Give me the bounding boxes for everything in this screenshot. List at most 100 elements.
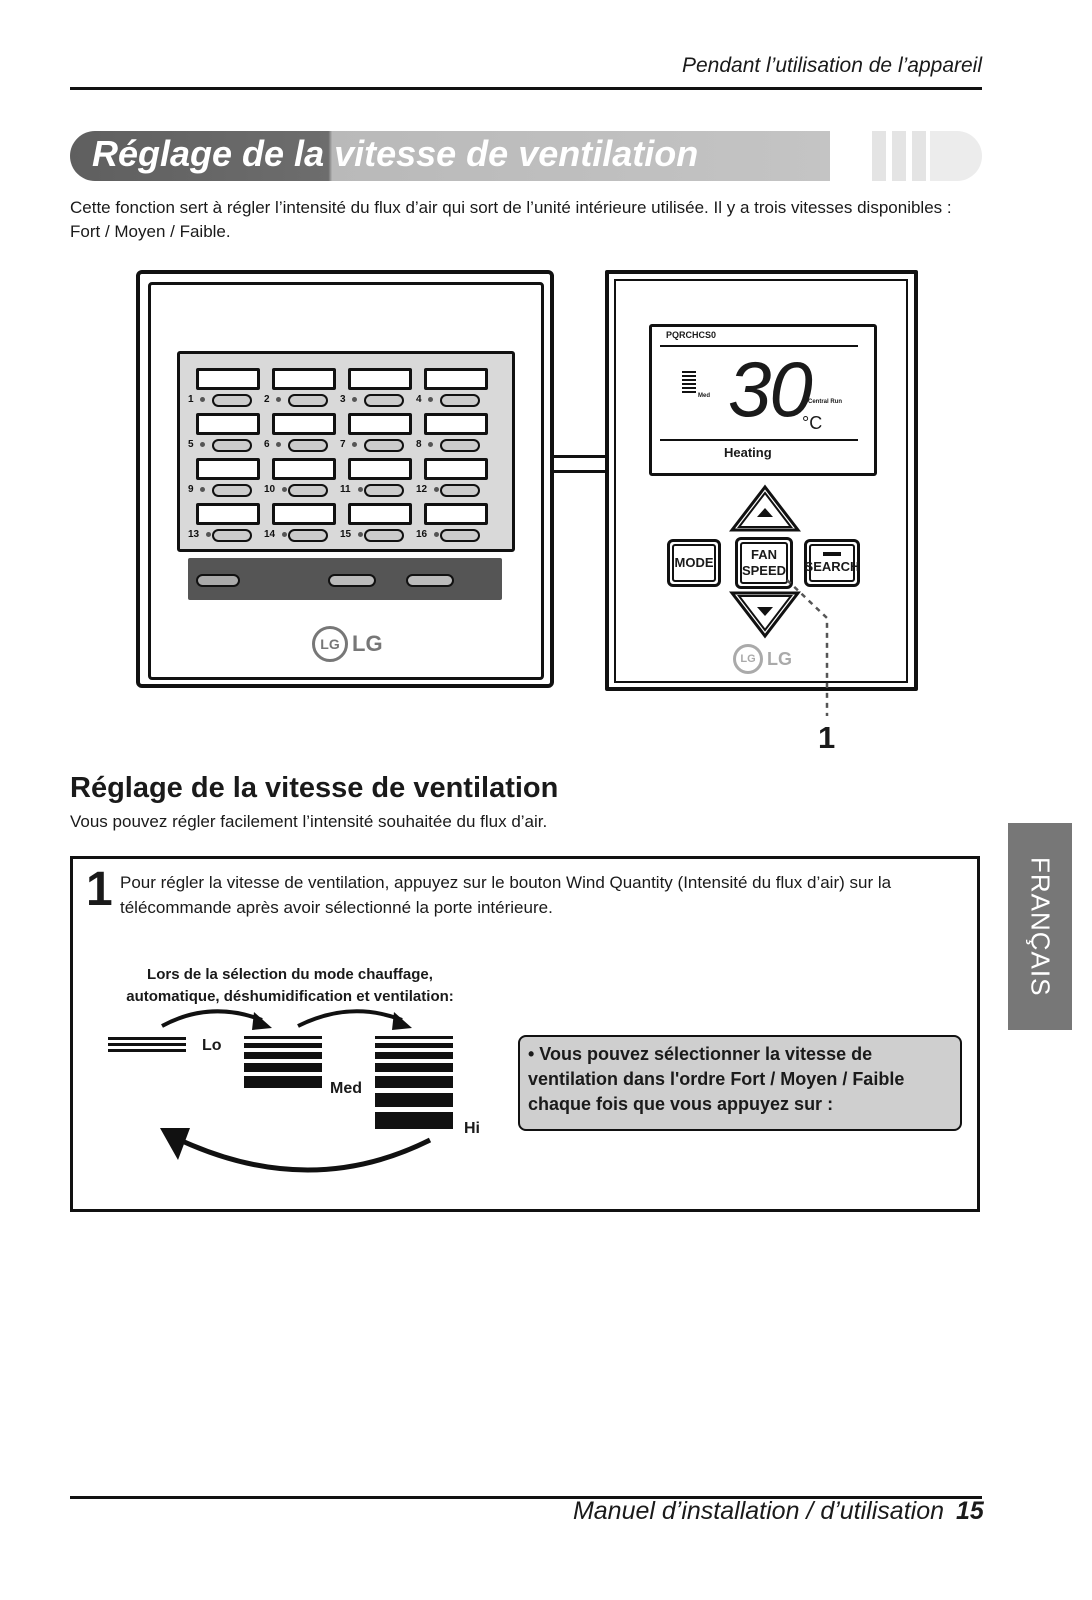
temperature-readout: 30 bbox=[728, 345, 813, 433]
zone-button[interactable] bbox=[288, 529, 328, 542]
search-button[interactable]: SEARCH bbox=[804, 539, 860, 587]
zone-number: 10 bbox=[264, 484, 276, 495]
zone-led-icon bbox=[434, 487, 439, 492]
zone-button[interactable] bbox=[440, 484, 480, 497]
zone-button[interactable] bbox=[364, 529, 404, 542]
title-decoration bbox=[892, 131, 906, 181]
central-run-label: Central Run bbox=[808, 399, 843, 405]
zone-number: 16 bbox=[416, 529, 428, 540]
zone-key[interactable] bbox=[272, 368, 336, 390]
zone-number: 8 bbox=[416, 439, 422, 450]
lg-logo-icon: LG bbox=[733, 644, 763, 674]
zone-key[interactable] bbox=[196, 413, 260, 435]
temp-down-icon[interactable] bbox=[729, 589, 801, 639]
step-number: 1 bbox=[86, 863, 113, 916]
section-title: Réglage de la vitesse de ventilation bbox=[70, 772, 559, 804]
lg-logo: LG LG bbox=[312, 626, 383, 662]
mode-button[interactable]: MODE bbox=[667, 539, 721, 587]
step-instruction: Pour régler la vitesse de ventilation, a… bbox=[120, 873, 892, 917]
speed-label-med: Med bbox=[330, 1080, 362, 1097]
mode-caption: Lors de la sélection du mode chauffage, … bbox=[126, 966, 454, 1005]
title-decoration bbox=[872, 131, 886, 181]
lcd-display: PQRCHCS0 Med 30 Central Run °C Heating bbox=[649, 324, 877, 476]
zone-led-icon bbox=[200, 397, 205, 402]
zone-button[interactable] bbox=[288, 439, 328, 452]
zone-led-icon bbox=[200, 487, 205, 492]
zone-number: 12 bbox=[416, 484, 428, 495]
mode-indicator: Heating bbox=[724, 445, 772, 460]
zone-number: 4 bbox=[416, 394, 422, 405]
fan-level-label: Med bbox=[698, 393, 710, 399]
controller-status-strip bbox=[188, 558, 502, 600]
title-banner bbox=[70, 131, 830, 181]
intro-paragraph: Cette fonction sert à régler l’intensité… bbox=[70, 198, 952, 241]
temp-up-icon[interactable] bbox=[729, 484, 801, 534]
footer-title: Manuel d’installation / d’utilisation bbox=[572, 1497, 944, 1525]
zone-led-icon bbox=[352, 397, 357, 402]
zone-button[interactable] bbox=[440, 394, 480, 407]
zone-number: 11 bbox=[340, 484, 351, 495]
zone-key[interactable] bbox=[272, 413, 336, 435]
zone-key[interactable] bbox=[196, 503, 260, 525]
zone-number: 9 bbox=[188, 484, 194, 495]
zone-button[interactable] bbox=[440, 529, 480, 542]
connector-cable bbox=[550, 455, 606, 473]
zone-key[interactable] bbox=[196, 368, 260, 390]
note-text: • Vous pouvez sélectionner la vitesse de… bbox=[528, 1044, 905, 1114]
zone-key[interactable] bbox=[424, 413, 488, 435]
zone-button[interactable] bbox=[364, 439, 404, 452]
zone-key[interactable] bbox=[348, 503, 412, 525]
title-decoration bbox=[912, 131, 926, 181]
zone-number: 1 bbox=[188, 394, 194, 405]
zone-number: 14 bbox=[264, 529, 276, 540]
lg-logo-icon: LG bbox=[312, 626, 348, 662]
fan-level-indicator bbox=[682, 371, 696, 395]
zone-key[interactable] bbox=[424, 368, 488, 390]
zone-button[interactable] bbox=[288, 394, 328, 407]
zone-number: 7 bbox=[340, 439, 346, 450]
running-header: Pendant l’utilisation de l’appareil bbox=[681, 54, 982, 77]
zone-led-icon bbox=[276, 397, 281, 402]
page-number: 15 bbox=[956, 1497, 984, 1525]
zone-led-icon bbox=[358, 532, 363, 537]
zone-number: 2 bbox=[264, 394, 270, 405]
speed-label-lo: Lo bbox=[202, 1037, 222, 1054]
title-decoration bbox=[930, 131, 982, 181]
note-box bbox=[518, 1035, 962, 1131]
zone-button[interactable] bbox=[212, 529, 252, 542]
model-number: PQRCHCS0 bbox=[666, 330, 717, 340]
zone-key[interactable] bbox=[348, 413, 412, 435]
zone-led-icon bbox=[428, 442, 433, 447]
zone-button[interactable] bbox=[364, 394, 404, 407]
temperature-unit: °C bbox=[802, 413, 823, 433]
zone-button[interactable] bbox=[364, 484, 404, 497]
zone-key[interactable] bbox=[196, 458, 260, 480]
zone-key[interactable] bbox=[424, 503, 488, 525]
callout-number: 1 bbox=[818, 720, 836, 755]
zone-key[interactable] bbox=[272, 503, 336, 525]
zone-key[interactable] bbox=[272, 458, 336, 480]
zone-key[interactable] bbox=[348, 368, 412, 390]
zone-led-icon bbox=[200, 442, 205, 447]
zone-button[interactable] bbox=[440, 439, 480, 452]
language-tab bbox=[1008, 823, 1072, 1030]
zone-key[interactable] bbox=[348, 458, 412, 480]
zone-number: 6 bbox=[264, 439, 270, 450]
zone-button[interactable] bbox=[212, 484, 252, 497]
zone-button[interactable] bbox=[212, 439, 252, 452]
zone-led-icon bbox=[358, 487, 363, 492]
zone-button[interactable] bbox=[212, 394, 252, 407]
zone-key[interactable] bbox=[424, 458, 488, 480]
callout-line bbox=[786, 579, 829, 716]
zone-led-icon bbox=[282, 487, 287, 492]
zone-number: 5 bbox=[188, 439, 194, 450]
lg-logo: LG LG bbox=[733, 644, 792, 674]
page-title: Réglage de la vitesse de ventilation bbox=[92, 133, 699, 174]
cycle-arrows-icon bbox=[160, 1009, 432, 1173]
zone-led-icon bbox=[428, 397, 433, 402]
zone-button[interactable] bbox=[288, 484, 328, 497]
step-box bbox=[70, 856, 980, 1212]
footer-rule bbox=[70, 1496, 982, 1499]
